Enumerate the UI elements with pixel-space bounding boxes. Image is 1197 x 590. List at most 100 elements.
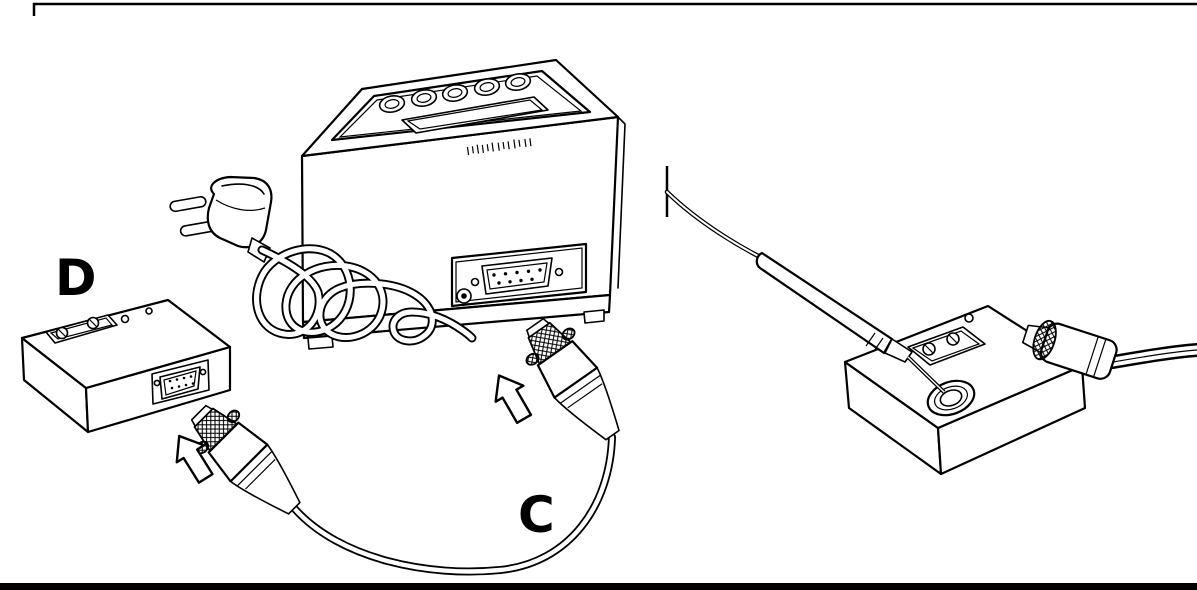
box-mounting-plate: [45, 314, 118, 344]
dsub-pin: [508, 280, 512, 284]
dsub-pin: [170, 386, 174, 390]
power-plug: [169, 175, 273, 263]
main-unit: [300, 58, 626, 350]
dsub-pin: [538, 268, 542, 272]
button-inner: [416, 93, 432, 103]
cable-boot: [229, 443, 301, 515]
connector-band-lines: [1085, 337, 1107, 377]
cable-c-outline: [290, 433, 616, 576]
pen-cord-outline: [664, 189, 769, 263]
label-d: D: [55, 249, 97, 307]
box-top-face: [20, 298, 232, 390]
panel-button-3: [441, 83, 469, 103]
box-pilot-hole: [120, 314, 130, 324]
dsub-screw-hole: [470, 277, 480, 287]
dsub-pin: [530, 277, 534, 281]
dsub-pin: [184, 383, 188, 387]
dsub-pin: [168, 379, 172, 383]
panel-inner-line: [338, 75, 583, 138]
stand-cable-connector: [1021, 319, 1197, 380]
cable-c-core: [291, 434, 615, 574]
grommet-mid-ring: [933, 385, 969, 411]
button-inner: [384, 99, 400, 109]
dsub-pin: [515, 270, 519, 275]
bottom-border-bar: [0, 583, 1197, 590]
button-inner: [447, 88, 463, 98]
plug-detail-arc: [221, 183, 265, 195]
panel-buttons: [378, 72, 532, 114]
button-outer: [441, 83, 469, 103]
accessory-box-d: [20, 298, 232, 434]
pen-body: [755, 251, 894, 355]
button-outer: [473, 77, 501, 97]
pen-collet: [884, 338, 913, 363]
power-cord-core: [253, 246, 475, 344]
dsub-shell: [481, 257, 553, 295]
dsub-pin: [519, 278, 523, 283]
handpiece-pen: [664, 166, 946, 394]
dsub-pin: [191, 382, 195, 385]
dsub-face: [190, 404, 214, 428]
button-inner: [510, 77, 526, 87]
cable-boot: [553, 366, 620, 441]
plug-body: [206, 175, 273, 249]
stand-cable-center-line: [1112, 349, 1197, 363]
cable-c-connector-left: [190, 404, 301, 515]
plug-detail-line: [215, 199, 266, 211]
brand-tick-marks: [466, 138, 532, 156]
label-c: C: [518, 486, 555, 544]
dsub-pin: [526, 269, 531, 273]
dsub-pin: [492, 273, 496, 277]
button-outer: [378, 94, 406, 114]
unit-side-edge: [617, 116, 626, 289]
cable-c-connector-right: [525, 317, 620, 441]
unit-power-jack-center: [461, 293, 467, 299]
panel-button-1: [378, 94, 406, 114]
arrow-to-box-port-icon: [175, 434, 214, 484]
dsub-insert: [486, 262, 548, 290]
dsub-pin: [497, 281, 501, 285]
boot-rib-lines: [560, 374, 603, 409]
pen-tip-core: [907, 356, 945, 393]
grommet-hole: [939, 389, 963, 407]
dsub-insert: [163, 370, 197, 396]
dsub-pin: [182, 376, 186, 380]
dsub-screw-hole: [199, 368, 207, 376]
dsub-pin: [503, 272, 508, 276]
bracket-inner-line: [911, 330, 981, 362]
dsub-pin: [189, 375, 193, 378]
control-panel: [330, 69, 592, 142]
connector-hatch-cap: [1032, 319, 1057, 361]
panel-button-2: [410, 88, 438, 108]
unit-port-recess: [450, 242, 588, 308]
top-border-line: [32, 2, 1197, 16]
button-outer: [410, 88, 438, 108]
link-cable-c: [190, 317, 620, 576]
screw-slot: [88, 318, 98, 328]
screw-slot: [57, 328, 67, 338]
handpiece-stand: [664, 166, 1197, 476]
stand-pilot-hole: [964, 313, 974, 323]
unit-foot-left: [307, 335, 334, 350]
boot-rib-lines: [237, 451, 276, 490]
arrow-to-unit-port-icon: [494, 374, 533, 424]
box-port-recess: [151, 359, 210, 405]
panel-button-5: [504, 72, 532, 92]
molded-connector: [1021, 319, 1118, 380]
button-inner: [479, 82, 495, 92]
panel-display: [401, 96, 549, 134]
dsub-shell: [159, 366, 201, 400]
screw-slot: [948, 334, 958, 344]
dsub-pin: [175, 378, 179, 381]
unit-foot-right: [583, 309, 605, 324]
dsub-face: [526, 317, 550, 338]
power-cord: [252, 244, 477, 346]
recess-inner-line: [455, 247, 583, 303]
brand-marking: [466, 138, 532, 156]
screw-slot: [924, 344, 934, 354]
dsub-pin: [177, 385, 181, 388]
panel-display-inner: [406, 99, 544, 130]
